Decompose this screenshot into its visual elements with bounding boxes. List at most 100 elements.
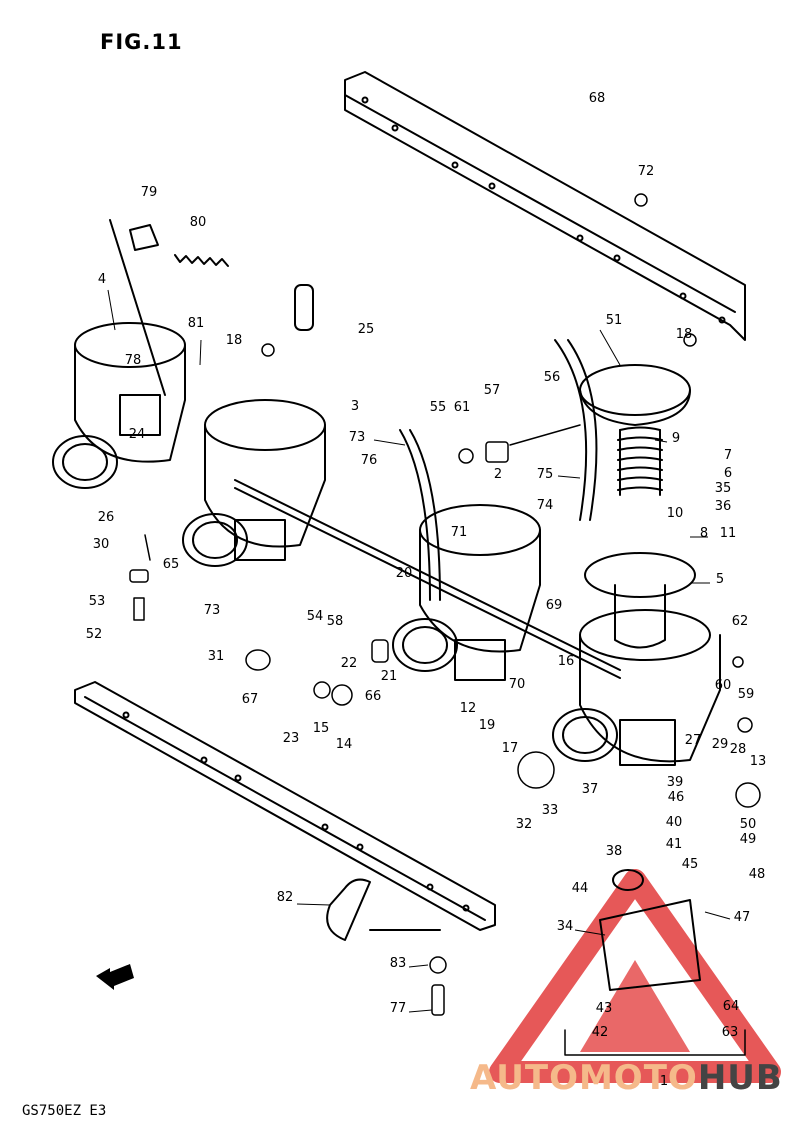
callout-72: 72 xyxy=(638,164,655,179)
callout-9: 9 xyxy=(672,431,680,446)
callout-43: 43 xyxy=(596,1001,613,1016)
callout-29: 29 xyxy=(712,737,729,752)
callout-18: 18 xyxy=(676,327,693,342)
watermark-triangle-logo xyxy=(489,869,781,1083)
callout-21: 21 xyxy=(381,669,398,684)
upper-mounting-rail xyxy=(344,71,746,341)
carburetor-body-3 xyxy=(392,504,541,681)
callout-33: 33 xyxy=(542,803,559,818)
callout-83: 83 xyxy=(390,956,407,971)
callout-28: 28 xyxy=(730,742,747,757)
callout-32: 32 xyxy=(516,817,533,832)
callout-15: 15 xyxy=(313,721,330,736)
watermark-text-part2: HUB xyxy=(697,1058,783,1098)
callout-48: 48 xyxy=(749,867,766,882)
callout-60: 60 xyxy=(715,678,732,693)
callout-59: 59 xyxy=(738,687,755,702)
callout-20: 20 xyxy=(396,566,413,581)
callout-61: 61 xyxy=(454,400,471,415)
callout-68: 68 xyxy=(589,91,606,106)
carburetor-body-1 xyxy=(52,322,186,489)
carburetor-body-2 xyxy=(182,399,326,567)
callout-5: 5 xyxy=(716,572,724,587)
callout-6: 6 xyxy=(724,466,732,481)
callout-73: 73 xyxy=(349,430,366,445)
callout-3: 3 xyxy=(351,399,359,414)
callout-13: 13 xyxy=(750,754,767,769)
callout-54: 54 xyxy=(307,609,324,624)
callout-31: 31 xyxy=(208,649,225,664)
diaphragm xyxy=(584,552,696,649)
callout-bracket xyxy=(564,1029,746,1056)
callout-79: 79 xyxy=(141,185,158,200)
vent-tube-74 xyxy=(409,429,441,601)
callout-25: 25 xyxy=(358,322,375,337)
callout-64: 64 xyxy=(723,999,740,1014)
callout-14: 14 xyxy=(336,737,353,752)
choke-bracket xyxy=(129,224,159,251)
front-direction-arrow-icon xyxy=(96,964,134,990)
watermark-text-part1: AUTOMOTO xyxy=(470,1058,698,1098)
callout-62: 62 xyxy=(732,614,749,629)
small-hardware xyxy=(129,193,761,1016)
callout-55: 55 xyxy=(430,400,447,415)
callout-41: 41 xyxy=(666,837,683,852)
float-bowl-assembly xyxy=(599,869,701,991)
callout-8: 8 xyxy=(700,526,708,541)
callout-1: 1 xyxy=(660,1074,668,1089)
callout-12: 12 xyxy=(460,701,477,716)
watermark-text: AUTOMOTOHUB xyxy=(470,1058,783,1098)
callout-42: 42 xyxy=(592,1025,609,1040)
callout-39: 39 xyxy=(667,775,684,790)
callout-11: 11 xyxy=(720,526,737,541)
callout-35: 35 xyxy=(715,481,732,496)
callout-27: 27 xyxy=(685,733,702,748)
figure-title: FIG.11 xyxy=(100,30,183,54)
callout-47: 47 xyxy=(734,910,751,925)
callout-66: 66 xyxy=(365,689,382,704)
return-spring xyxy=(174,254,229,267)
callout-46: 46 xyxy=(668,790,685,805)
callout-76: 76 xyxy=(361,453,378,468)
callout-70: 70 xyxy=(509,677,526,692)
callout-53: 53 xyxy=(89,594,106,609)
callout-51: 51 xyxy=(606,313,623,328)
callout-75: 75 xyxy=(537,467,554,482)
callout-4: 4 xyxy=(98,272,106,287)
callout-40: 40 xyxy=(666,815,683,830)
carburetor-body-4 xyxy=(552,609,721,766)
callout-56: 56 xyxy=(544,370,561,385)
choke-plunger xyxy=(294,284,314,331)
vent-tube-76 xyxy=(554,339,588,521)
callout-18: 18 xyxy=(226,333,243,348)
callout-67: 67 xyxy=(242,692,259,707)
callout-45: 45 xyxy=(682,857,699,872)
callout-37: 37 xyxy=(582,782,599,797)
callout-36: 36 xyxy=(715,499,732,514)
callout-80: 80 xyxy=(190,215,207,230)
callout-17: 17 xyxy=(502,741,519,756)
throttle-linkage-shaft xyxy=(234,479,621,671)
callout-49: 49 xyxy=(740,832,757,847)
callout-2: 2 xyxy=(494,467,502,482)
callout-10: 10 xyxy=(667,506,684,521)
callout-73: 73 xyxy=(204,603,221,618)
callout-30: 30 xyxy=(93,537,110,552)
callout-7: 7 xyxy=(724,448,732,463)
callout-24: 24 xyxy=(129,427,146,442)
piston-spring xyxy=(617,426,663,496)
leader-lines xyxy=(107,289,731,1013)
callout-77: 77 xyxy=(390,1001,407,1016)
wire-clip-83 xyxy=(326,878,441,941)
callout-22: 22 xyxy=(341,656,358,671)
callout-71: 71 xyxy=(451,525,468,540)
callout-74: 74 xyxy=(537,498,554,513)
callout-26: 26 xyxy=(98,510,115,525)
callout-44: 44 xyxy=(572,881,589,896)
callout-82: 82 xyxy=(277,890,294,905)
callout-38: 38 xyxy=(606,844,623,859)
callout-57: 57 xyxy=(484,383,501,398)
